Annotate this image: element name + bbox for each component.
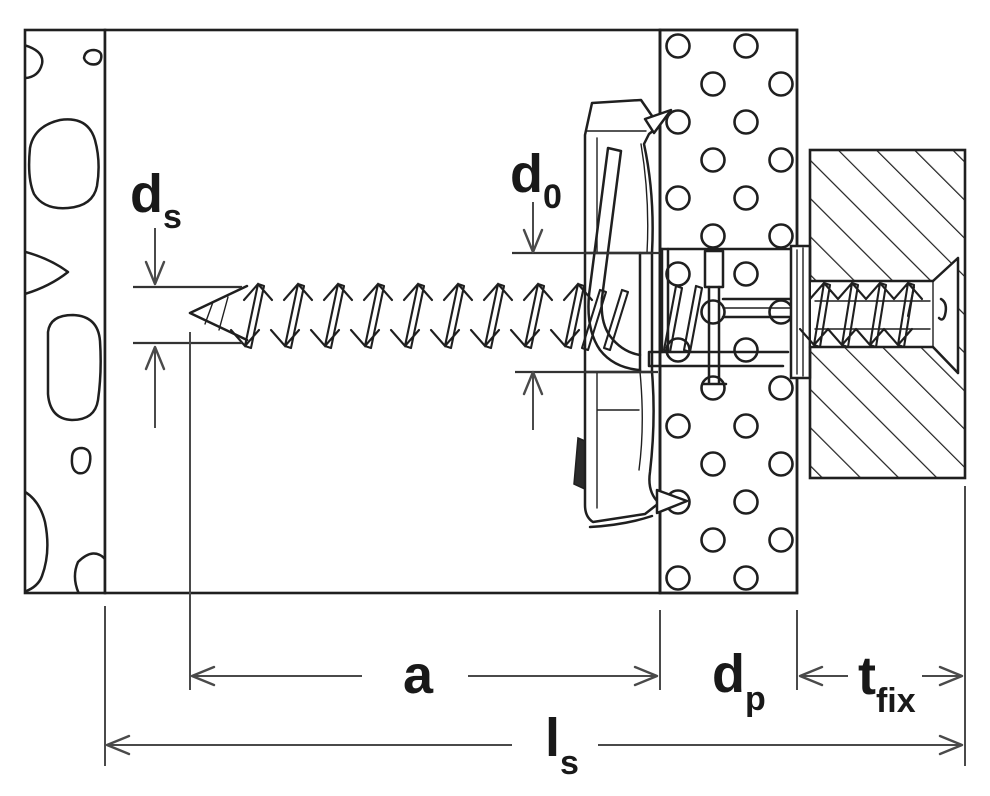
dimension-labels: ds d0 a dp tfix ls [130,144,916,782]
outer-wall-panel [23,28,107,595]
screw-threads-in-anchor [580,288,630,352]
label-ds: ds [130,164,182,236]
anchor-sleeve [647,244,812,386]
anchor-bottom-barb [655,488,689,515]
label-a: a [403,645,434,705]
anchor-upper-wing [583,98,661,255]
dimension-ds [133,228,242,428]
screw-threads [229,282,594,350]
anchor-strut [587,146,623,300]
aerated-concrete-texture [25,44,105,593]
dimension-ls [105,734,964,756]
sleeve-screw-threads [662,284,704,354]
anchor-lower-wing [583,370,661,524]
anchor-top-barb [643,108,673,135]
extension-lines [104,332,966,766]
label-dp: dp [712,644,766,718]
dimension-tfix [798,665,964,687]
fixture-block [798,148,967,480]
dimension-d0 [512,202,660,430]
fixture-screw [798,281,924,349]
sleeve-collar [789,244,812,380]
toggle-anchor [573,98,689,529]
sleeve-lip [647,350,790,368]
label-tfix: tfix [858,646,916,720]
sleeve-nut [703,249,725,289]
countersunk-head [931,256,960,375]
cavity-panel [103,28,662,595]
dimension-a [190,665,659,687]
label-d0: d0 [510,144,562,216]
cavity-screw [188,282,630,352]
fixture-screw-threads [798,281,924,349]
label-ls: ls [545,708,579,782]
plasterboard-panel [658,28,799,595]
screw-tip [188,284,249,342]
